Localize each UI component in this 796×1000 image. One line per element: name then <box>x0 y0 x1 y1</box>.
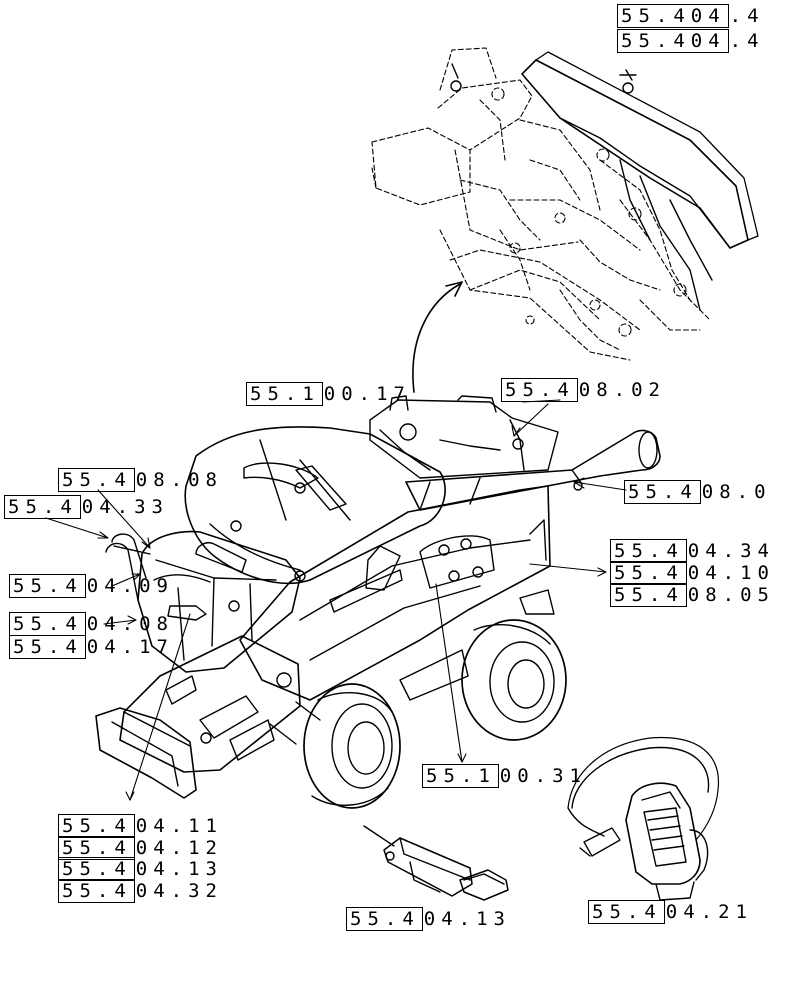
callout-boxed-part: 55.4 <box>58 879 135 903</box>
callout-boxed-part: 55.4 <box>624 480 701 504</box>
callout-leaders <box>45 399 627 801</box>
callout-boxed-part: 55.4 <box>9 635 86 659</box>
combine-harvester <box>95 395 661 809</box>
callout-boxed-part: 55.4 <box>9 574 86 598</box>
callout-boxed-part: 55.4 <box>58 468 135 492</box>
callout-boxed-part: 55.4 <box>4 495 81 519</box>
callout-boxed-part: 55.1 <box>422 764 499 788</box>
callout-boxed-part: 55.1 <box>246 382 323 406</box>
callout-suffix: 04.32 <box>135 880 223 902</box>
callout-boxed-part: 55.4 <box>58 814 135 838</box>
callout-suffix: 04.10 <box>687 562 775 584</box>
callout-suffix: 04.21 <box>665 901 753 923</box>
callout-suffix: 08.0 <box>701 481 772 503</box>
callout-suffix: 04.34 <box>687 540 775 562</box>
portable-work-lamp <box>567 736 720 901</box>
callout-suffix: .4 <box>729 5 765 27</box>
callout-boxed-part: 55.4 <box>610 583 687 607</box>
callout-boxed-part: 55.4 <box>346 907 423 931</box>
callout-suffix: 04.13 <box>135 858 223 880</box>
cab-interior-detail <box>371 47 759 361</box>
callout-suffix: .4 <box>729 30 765 52</box>
callout-suffix: 04.12 <box>135 837 223 859</box>
callout-suffix: 04.13 <box>423 908 511 930</box>
callout-boxed-part: 55.404 <box>617 29 729 53</box>
callout-boxed-part: 55.4 <box>9 612 86 636</box>
work-lamp-small <box>363 825 509 901</box>
callout-suffix: 00.17 <box>323 383 411 405</box>
callout-suffix: 08.05 <box>687 584 775 606</box>
callout-boxed-part: 55.4 <box>501 378 578 402</box>
detail-arrow <box>412 283 461 393</box>
callout-suffix: 04.17 <box>86 636 174 658</box>
callout-boxed-part: 55.4 <box>610 539 687 563</box>
callout-suffix: 08.08 <box>135 469 223 491</box>
callout-boxed-part: 55.4 <box>58 857 135 881</box>
callout-suffix: 08.02 <box>578 379 666 401</box>
callout-boxed-part: 55.4 <box>58 836 135 860</box>
callout-55.404.4-a[interactable]: 55.404.4 <box>617 4 765 28</box>
callout-suffix: 04.09 <box>86 575 174 597</box>
callout-boxed-part: 55.4 <box>610 561 687 585</box>
callout-55.404.4-b[interactable]: 55.404.4 <box>617 29 765 53</box>
callout-suffix: 00.31 <box>499 765 587 787</box>
callout-boxed-part: 55.4 <box>588 900 665 924</box>
callout-suffix: 04.08 <box>86 613 174 635</box>
callout-suffix: 04.11 <box>135 815 223 837</box>
callout-suffix: 04.33 <box>81 496 169 518</box>
callout-boxed-part: 55.404 <box>617 4 729 28</box>
